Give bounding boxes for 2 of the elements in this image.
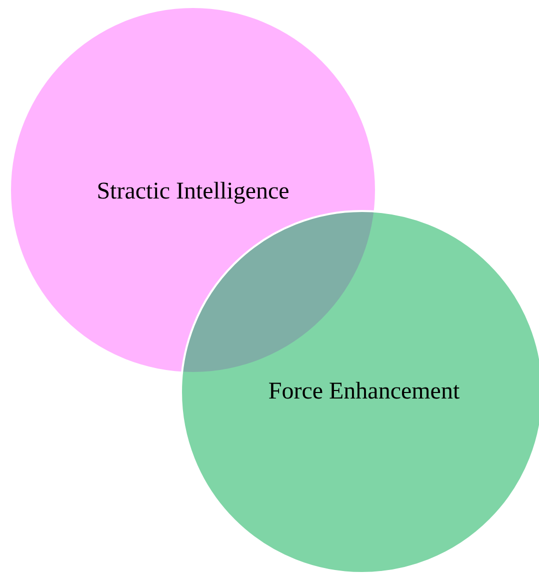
circle-label: Stractic Intelligence (96, 178, 290, 206)
circle-label: Force Enhancement (268, 378, 460, 406)
